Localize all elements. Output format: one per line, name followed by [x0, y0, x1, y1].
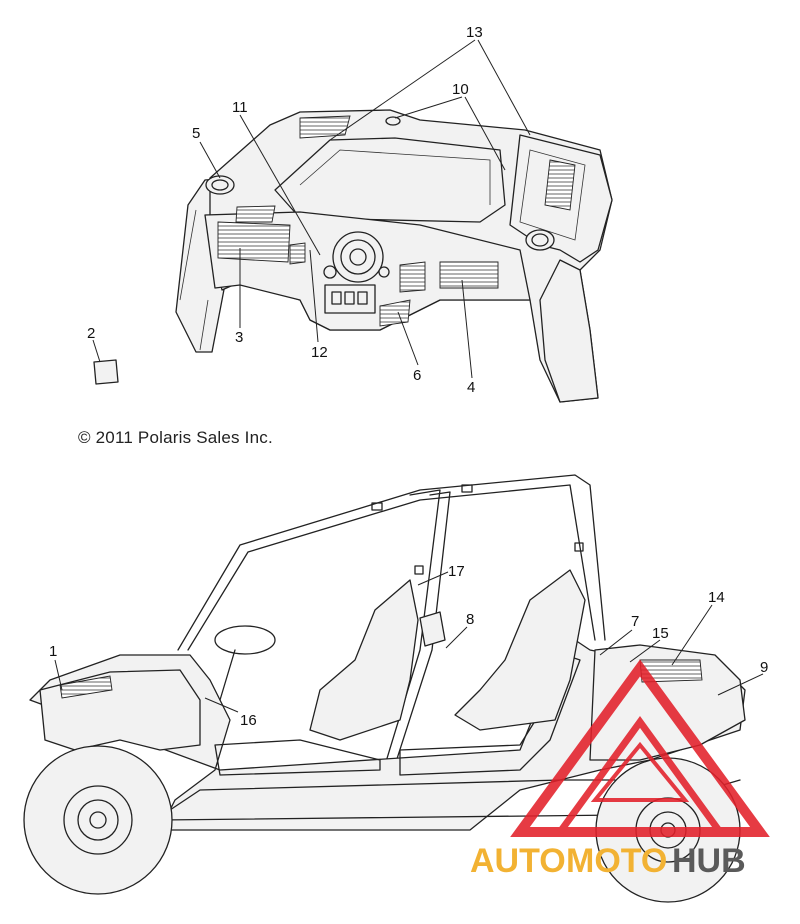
callout-2: 2 [87, 325, 95, 342]
watermark-text: AUTO MOTO HUB [470, 842, 746, 880]
callout-6: 6 [413, 367, 421, 384]
callout-9: 9 [760, 659, 768, 676]
callout-1: 1 [49, 643, 57, 660]
callout-4: 4 [467, 379, 475, 396]
callout-10: 10 [452, 81, 469, 98]
watermark-logo [510, 659, 770, 837]
watermark-auto: AUTO [470, 842, 566, 880]
copyright-notice: © 2011 Polaris Sales Inc. [78, 428, 273, 447]
watermark-moto: MOTO [566, 842, 667, 880]
callout-7: 7 [631, 613, 639, 630]
leader-lines-bottom [54, 571, 764, 713]
callout-5: 5 [192, 125, 200, 142]
decal-part-2 [93, 359, 119, 385]
callout-12: 12 [311, 344, 328, 361]
front-wheel [23, 745, 173, 895]
callout-3: 3 [235, 329, 243, 346]
hood-dash-assembly [175, 109, 613, 403]
leader-lines-top [92, 39, 531, 379]
callout-16: 16 [240, 712, 257, 729]
callout-17: 17 [448, 563, 465, 580]
callout-15: 15 [652, 625, 669, 642]
vehicle-side-view [23, 474, 746, 903]
callout-numbers: 13 10 11 5 2 3 12 6 4 17 8 7 14 15 1 9 1… [49, 24, 768, 729]
callout-14: 14 [708, 589, 725, 606]
callout-11: 11 [232, 99, 248, 116]
watermark-hub: HUB [672, 842, 746, 880]
callout-8: 8 [466, 611, 474, 628]
callout-13: 13 [466, 24, 483, 41]
